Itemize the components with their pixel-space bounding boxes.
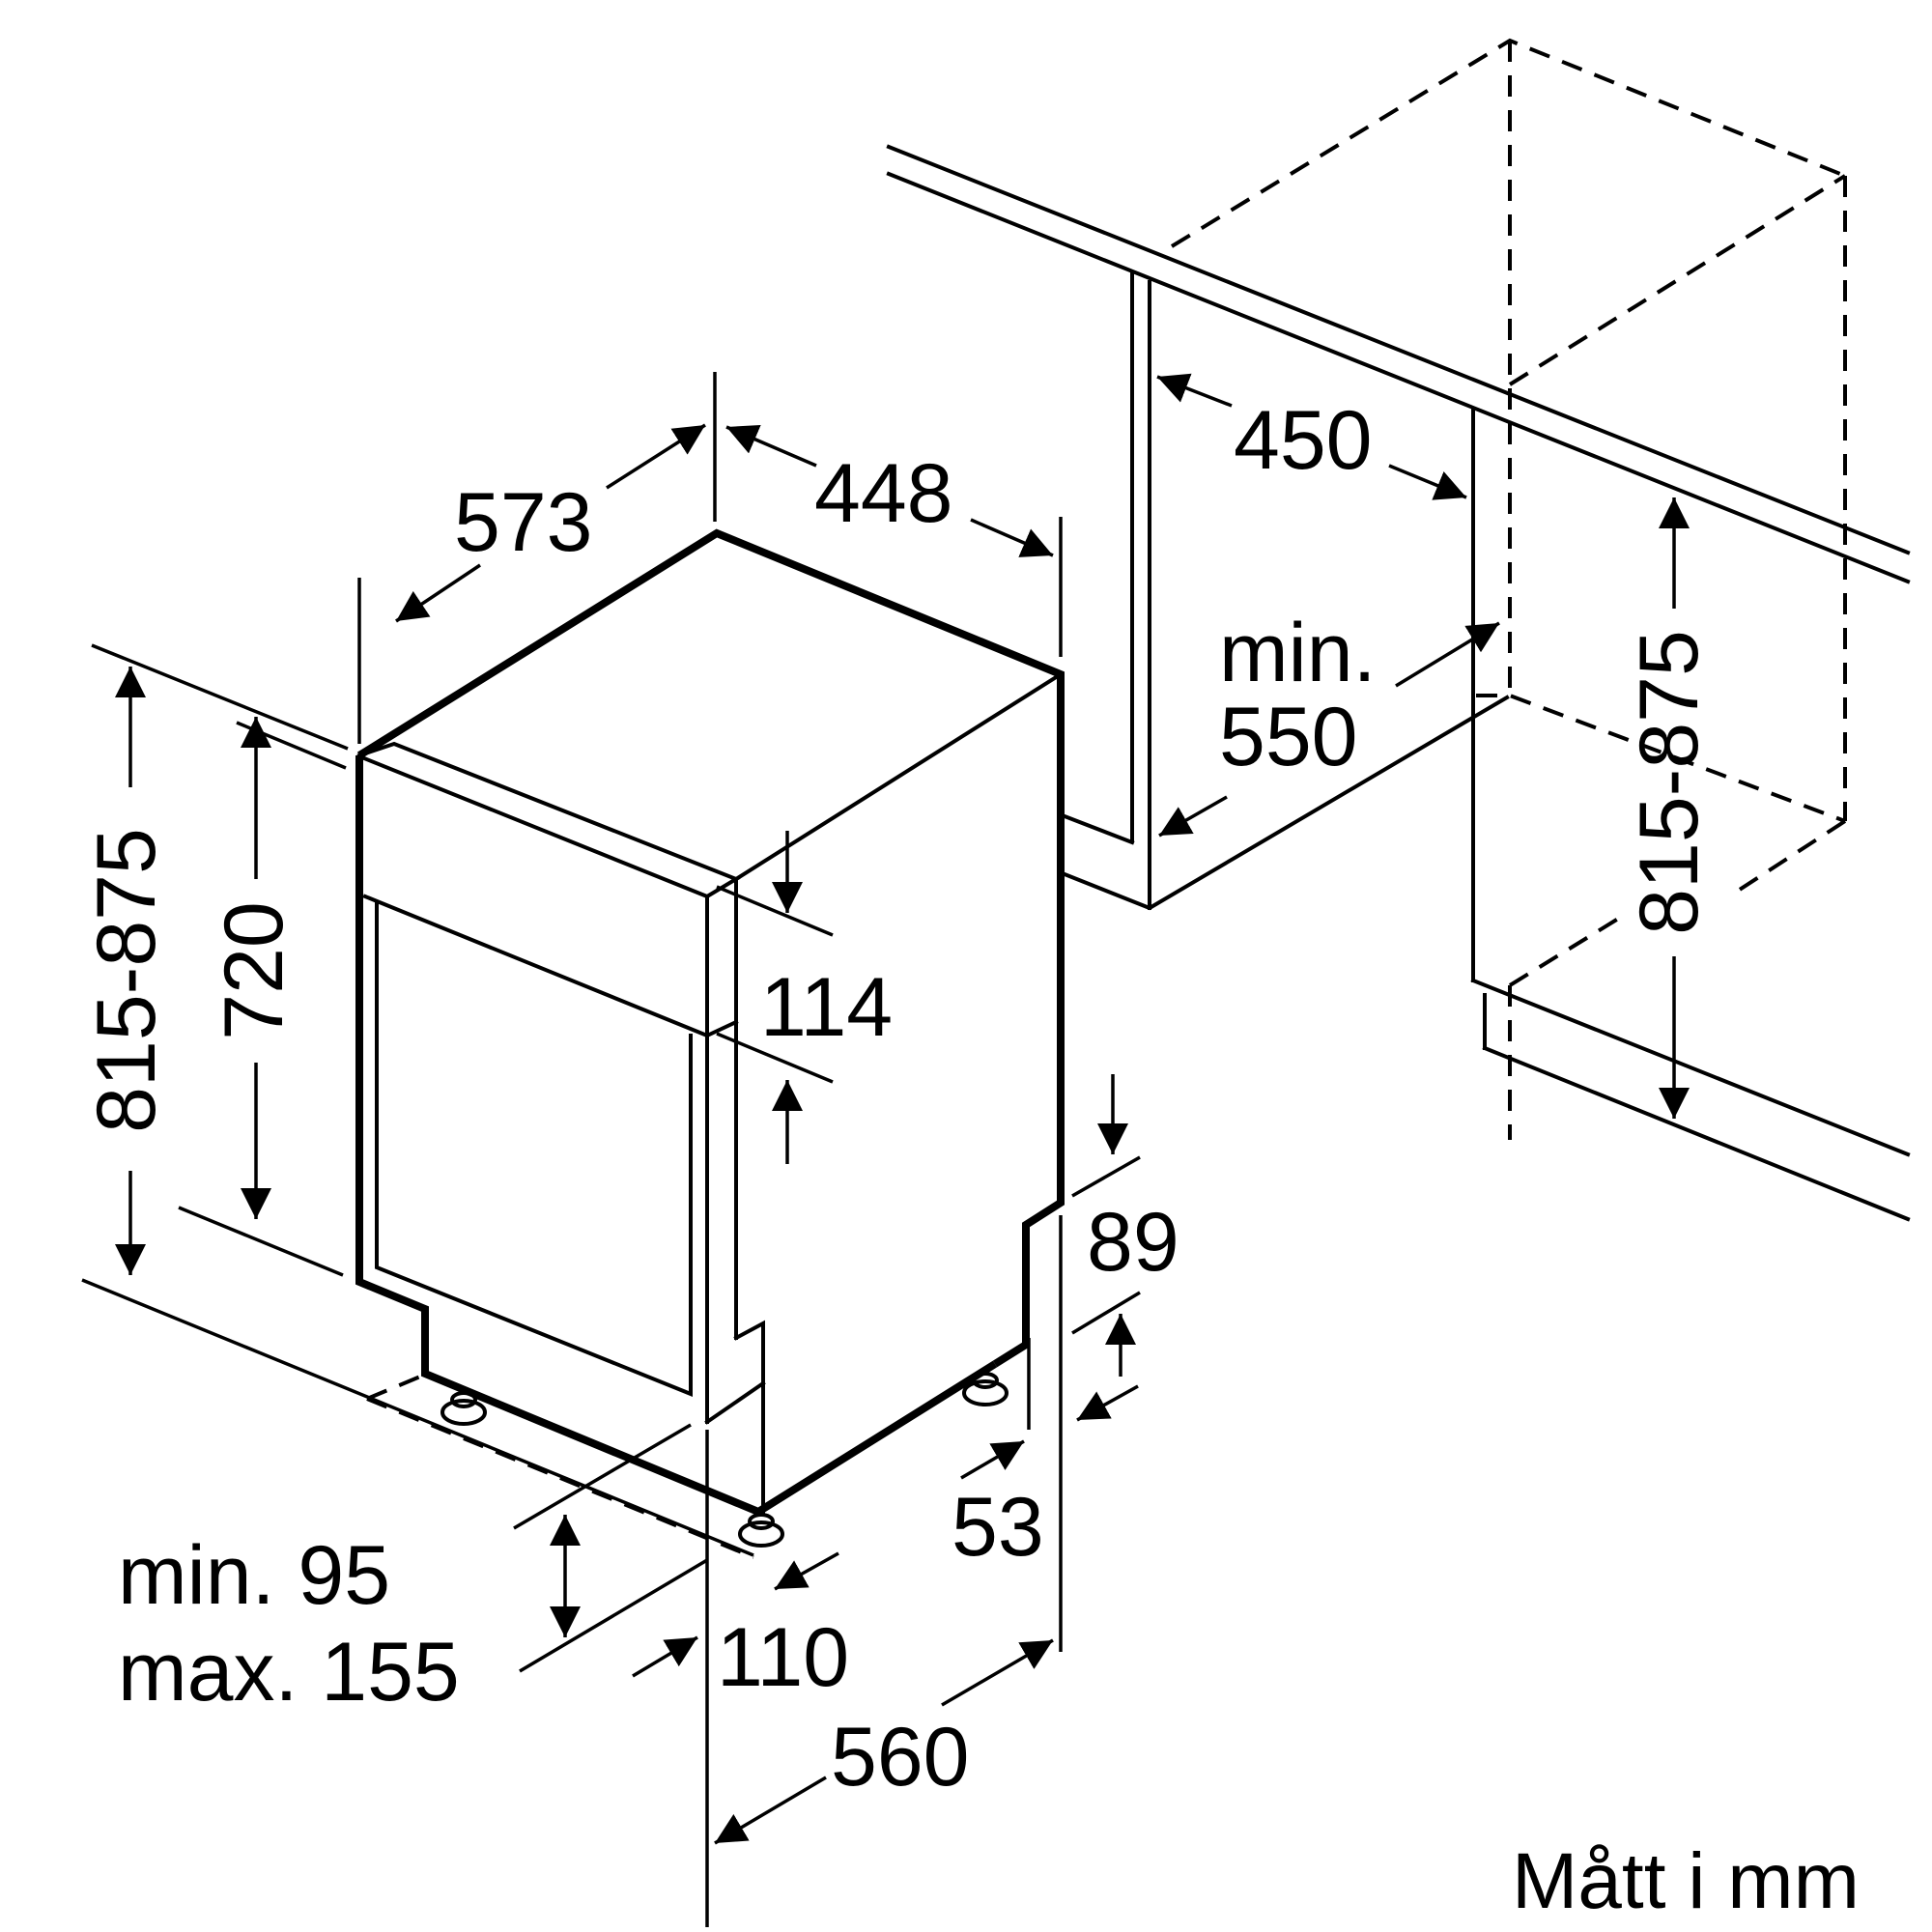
label-max-155: max. 155 — [118, 1626, 460, 1719]
label-height-815-875-right: 815-875 — [1623, 630, 1716, 935]
label-114: 114 — [760, 961, 893, 1054]
unit-note: Mått i mm — [1512, 1837, 1860, 1925]
label-89: 89 — [1087, 1196, 1179, 1289]
label-550: 550 — [1219, 691, 1358, 783]
label-height-815-875-left: 815-875 — [80, 828, 173, 1133]
niche-drawing — [886, 38, 1911, 1222]
label-448: 448 — [814, 447, 953, 540]
label-53: 53 — [952, 1481, 1044, 1574]
label-720: 720 — [208, 901, 300, 1040]
label-min: min. — [1219, 607, 1376, 699]
label-573: 573 — [454, 476, 593, 569]
label-110: 110 — [717, 1611, 849, 1704]
label-450: 450 — [1234, 394, 1373, 487]
dishwasher-drawing — [355, 528, 1065, 1559]
label-560: 560 — [831, 1711, 970, 1804]
dimension-lines — [81, 372, 1690, 1927]
label-min-95: min. 95 — [118, 1529, 390, 1622]
